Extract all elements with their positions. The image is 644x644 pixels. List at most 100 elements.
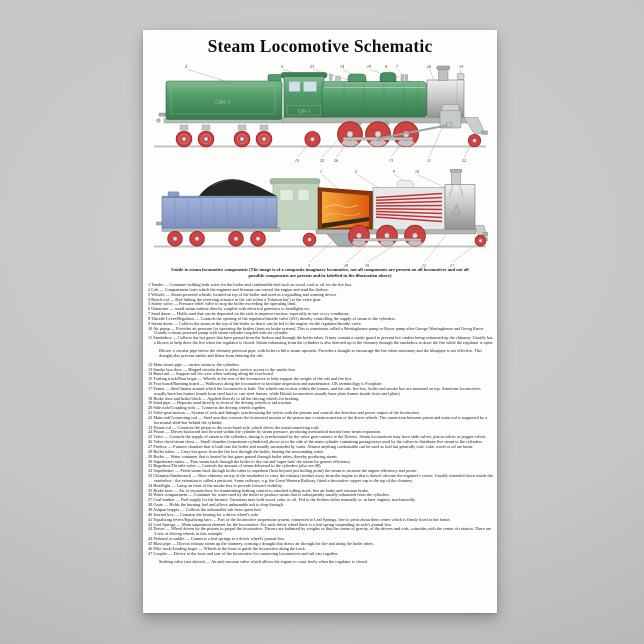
callout-number: 8 xyxy=(385,64,388,69)
poster-title: Steam Locomotive Schematic xyxy=(207,36,433,56)
callout-number: 9 xyxy=(393,169,396,174)
smokebox-cutaway xyxy=(444,169,476,231)
component-list-line: 11 Smokebox — Collects the hot gases tha… xyxy=(148,335,494,346)
component-list-line: 40 Journal box — Contains the bearing fo… xyxy=(148,511,260,517)
component-list-line: 33 Chimney/Smokestack — Short chimney on… xyxy=(148,473,493,483)
component-list-line: 1 Tender — Container holding both water … xyxy=(148,282,353,287)
callout-number: 3 xyxy=(308,263,310,268)
safety-valve xyxy=(404,74,408,82)
component-list-line: 15 Trailing truck/Rear bogie — Wheels at… xyxy=(148,376,353,382)
component-list-line: 5 Safety valve — Pressure relief valve t… xyxy=(148,301,297,307)
component-list-line: 26 Valve chest/steam chest — Small chamb… xyxy=(148,439,483,445)
component-list-line: 28 Boiler tubes — Carry hot gases from t… xyxy=(148,448,324,454)
component-list-line: 14 Hand rail — Support rail for crew whe… xyxy=(148,371,275,377)
component-list-line: 22 Main rod/Connecting rod — Steel arm t… xyxy=(148,414,488,425)
cab-window xyxy=(279,189,294,201)
component-list-line: 45 Blast pipe — Directs exhaust steam up… xyxy=(148,540,375,546)
component-list-line: 3 Whistle — Steam powered whistle, locat… xyxy=(148,291,338,297)
water-compartment xyxy=(161,197,278,229)
callout-number: 15 xyxy=(295,158,300,163)
driver-wheel xyxy=(376,224,398,247)
cab-window xyxy=(288,81,301,92)
cylinder xyxy=(439,110,462,129)
running-gear-cutaway xyxy=(302,224,488,247)
cab-cutaway xyxy=(269,178,321,230)
component-list-line: 38 Grate — Holds the burning fuel and al… xyxy=(148,502,284,508)
driver-wheel xyxy=(365,121,391,148)
component-list-line: 44 Pedestal or saddle — Connects a leaf … xyxy=(148,536,286,542)
cab-window xyxy=(303,81,317,92)
poster: Steam Locomotive Schematic xyxy=(143,30,497,613)
callout-number: 26 xyxy=(427,64,432,69)
component-list-line: 42 Leaf Springs — Main suspension elemen… xyxy=(148,521,393,527)
water-hatch xyxy=(167,191,180,197)
component-list-line: 24 Piston — Driven backward and forward … xyxy=(148,429,382,435)
whistle xyxy=(329,73,333,83)
component-list-line: 18 Brake shoe and brake block — Applied … xyxy=(148,395,300,401)
driver-wheel xyxy=(337,121,363,148)
component-list-line: 34 Headlight — Lamp on front of the smok… xyxy=(148,482,283,488)
component-list-line: 16 Foot board/Running board — Walkways a… xyxy=(148,381,383,387)
component-list-line: 21 Valve gear/motion — System of rods an… xyxy=(148,410,421,416)
component-list-line: 12 Main steam pipe — carries steam to th… xyxy=(148,361,240,367)
component-list-line: 47 Coupler — Device at the front and rea… xyxy=(148,550,339,556)
component-list-line: Blower a circular pipe below the chimney… xyxy=(159,348,482,359)
callout-number: 34 xyxy=(459,64,464,69)
component-list-line: 8 Throttle Lever/Regulator — Controls th… xyxy=(148,315,396,321)
callout-number: 23 xyxy=(310,64,314,69)
diagram-caption: Guide to steam locomotive components (Th… xyxy=(171,267,469,278)
component-list-line: 35 Brake hose — Air or vacuum hose for t… xyxy=(148,487,369,493)
component-list-line: Snifting valve (not shown) — An anti-vac… xyxy=(159,558,368,564)
coal-pile xyxy=(198,179,277,199)
callout-number: 18 xyxy=(344,263,349,268)
component-list-line: 41 Equalizing levers/Equalizing bars — P… xyxy=(148,516,451,522)
callout-number: 14 xyxy=(340,64,345,69)
front-coupler xyxy=(481,130,488,135)
component-list-line: 6 Generator — small steam turbine direct… xyxy=(148,306,311,312)
callout-number: 2 xyxy=(355,169,358,174)
tender-cutaway xyxy=(156,179,281,247)
callout-number: 19 xyxy=(365,263,370,268)
component-list-line: 29 Boiler — Water container that is heat… xyxy=(148,453,338,459)
front-coupler xyxy=(482,232,488,236)
steam-dome xyxy=(396,180,414,188)
callout-number: 1 xyxy=(320,169,322,174)
callout-number: 4 xyxy=(185,64,188,69)
component-list-line: 7 Sand dome — Holds sand that can be dep… xyxy=(148,311,350,317)
component-list-line: 4 Reach rod — Rod linking the reversing … xyxy=(148,296,322,302)
component-list-line: 37 Coal bunker — Fuel supply for the fur… xyxy=(148,497,416,503)
component-list-line: 30 Superheater tubes — Pass steam back t… xyxy=(148,458,351,464)
component-list-line: 32 Superheater — Feeds steam back throug… xyxy=(148,468,418,474)
tender: C281-1 xyxy=(156,74,285,148)
headlight xyxy=(457,73,465,80)
generator xyxy=(335,75,341,82)
callout-number: 5 xyxy=(281,64,284,69)
locomotive-cutaway-diagram: 1 2 9 10 3 18 19 12 17 xyxy=(154,169,488,268)
rails xyxy=(154,245,486,248)
side-rod xyxy=(342,137,414,141)
cab: C281-1 xyxy=(280,72,328,121)
callout-number: 11 xyxy=(427,158,431,163)
callout-number: 13 xyxy=(389,158,393,163)
callout-number: 22 xyxy=(462,158,467,163)
component-list-line: 10 Air pump — Provides air pressure for … xyxy=(148,325,485,336)
cab-road-number: C281-1 xyxy=(298,110,311,114)
tender-wheels xyxy=(175,130,273,148)
callout-number: 17 xyxy=(450,263,455,268)
grate xyxy=(322,217,369,229)
component-list-line: 27 Firebox — Furnace chamber that is bui… xyxy=(148,444,474,449)
component-list-line: 19 Sand pipe — Deposits sand directly in… xyxy=(148,400,293,406)
callout-numbers: 1 2 9 10 3 18 19 12 17 xyxy=(308,169,455,268)
callout-numbers: 4 5 23 14 19 8 7 26 34 15 25 26 13 11 22 xyxy=(185,64,467,163)
callout-number: 10 xyxy=(415,169,420,174)
callout-number: 19 xyxy=(367,64,372,69)
safety-valve xyxy=(400,74,404,82)
callout-number: 26 xyxy=(334,158,339,163)
component-list-line: 13 Smoke box door — Hinged circular door… xyxy=(148,366,296,372)
callout-number: 25 xyxy=(320,158,325,163)
component-list-line: 46 Pilot truck/Leading bogie — Wheels at… xyxy=(148,545,306,551)
tender-road-number: C281-1 xyxy=(215,100,230,105)
component-list-line: 20 Side rods/Coupling rods — Connects th… xyxy=(148,405,267,411)
